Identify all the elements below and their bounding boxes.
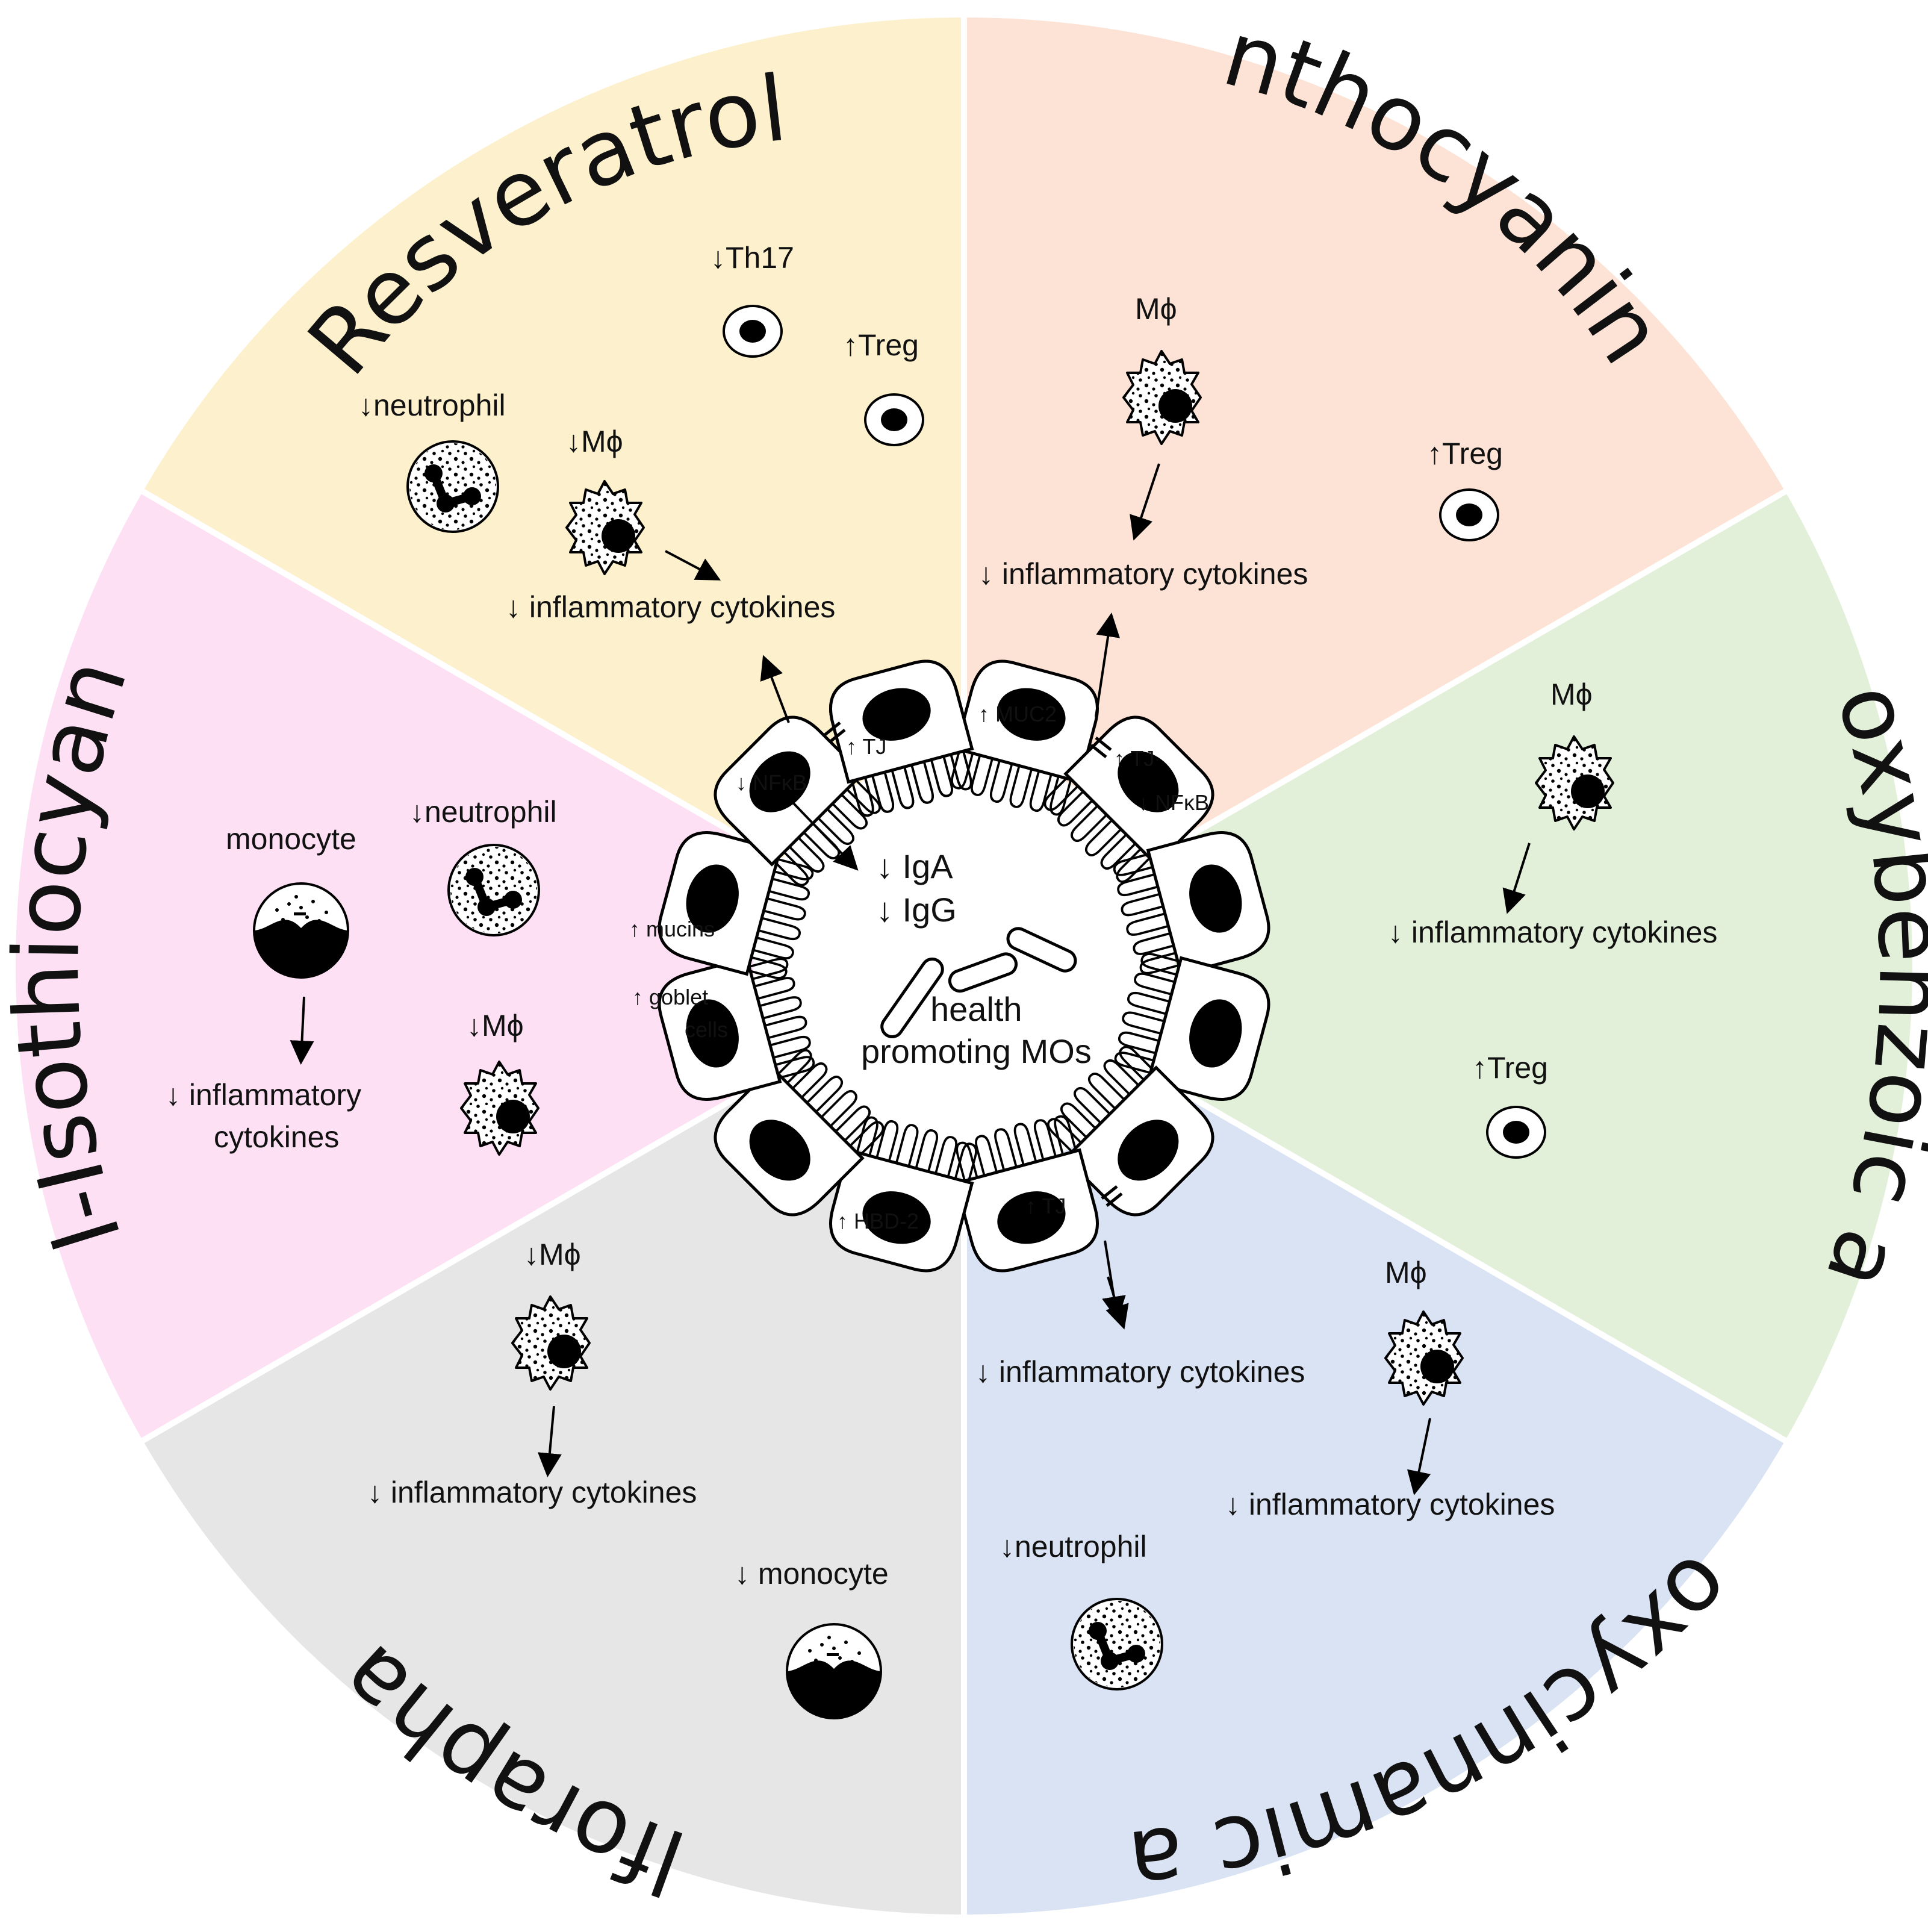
- label-cytokines: ↓ inflammatory cytokines: [1388, 915, 1717, 949]
- segment-sulforaphane: [143, 966, 964, 1915]
- label-macrophage: ↓Mϕ: [467, 1009, 524, 1042]
- label-tj: ↑ TJ: [846, 734, 886, 759]
- monocyte-icon: [253, 882, 349, 979]
- label-goblet: ↑ goblet: [632, 985, 708, 1009]
- treg-cell-icon: [864, 393, 924, 446]
- label-macrophage: Mϕ: [1550, 678, 1593, 711]
- label-nfkb: ↓ NFκB: [736, 770, 807, 795]
- label-igg: ↓ IgG: [876, 891, 957, 929]
- bacteria-icon: [880, 927, 1077, 1039]
- arrow-icon: [1502, 843, 1531, 914]
- label-cytokines-2: cytokines: [214, 1120, 339, 1154]
- segment-hydroxycinnamic: [964, 966, 1785, 1915]
- label-cytokines-1: ↓ inflammatory: [166, 1078, 361, 1112]
- label-tj: ↑ TJ: [1114, 746, 1154, 771]
- neutrophil-icon: [449, 845, 539, 935]
- allyl-isothiocyanate-content: monocyte ↓ inflammatory cytokines ↓neutr…: [166, 795, 557, 1156]
- label-treg: ↑Treg: [1472, 1051, 1548, 1085]
- label-goblet-cells: cells: [685, 1017, 728, 1042]
- label-macrophage: ↓Mϕ: [566, 425, 623, 458]
- segment-anthocyanins: [964, 17, 1785, 966]
- label-health: health: [930, 990, 1022, 1028]
- label-th17: ↓Th17: [711, 241, 794, 275]
- hydroxybenzoic-content: Mϕ ↓ inflammatory cytokines ↑Treg: [1388, 678, 1717, 1159]
- label-monocyte: ↓ monocyte: [735, 1557, 889, 1591]
- sulforaphane-content: ↓Mϕ ↓ inflammatory cytokines ↓ monocyte: [367, 1238, 889, 1719]
- label-cytokines-2: ↓ inflammatory cytokines: [1225, 1488, 1555, 1521]
- label-macrophage: ↓Mϕ: [524, 1238, 581, 1271]
- arrow-icon: [779, 788, 859, 871]
- label-treg: ↑Treg: [843, 328, 919, 362]
- label-macrophage: Mϕ: [1385, 1256, 1427, 1289]
- tight-junction-icon: [824, 721, 1123, 1207]
- label-treg: ↑Treg: [1427, 437, 1503, 470]
- neutrophil-icon: [1072, 1599, 1162, 1689]
- anthocyanins-content: Mϕ ↓ inflammatory cytokines ↑Treg: [978, 292, 1503, 591]
- label-neutrophil: ↓neutrophil: [409, 795, 557, 829]
- arrow-icon: [290, 996, 314, 1065]
- monocyte-icon: [786, 1623, 882, 1719]
- label-tj: ↑ TJ: [1025, 1194, 1066, 1218]
- label-iga: ↓ IgA: [876, 847, 953, 885]
- label-mucins: ↑ mucins: [629, 917, 715, 941]
- segment-resveratrol: [143, 17, 964, 966]
- label-neutrophil: ↓neutrophil: [358, 388, 506, 422]
- intestinal-epithelium: ↑ TJ ↑ MUC2 ↑ TJ ↓ NFκB ↓ NFκB ↑ mucins …: [629, 612, 1276, 1321]
- treg-cell-icon: [1439, 488, 1499, 541]
- arrow-icon: [665, 550, 721, 581]
- segment-allyl-isothiocyanate: [15, 491, 964, 1441]
- arrow-icon: [1407, 1418, 1431, 1495]
- label-neutrophil: ↓neutrophil: [1000, 1530, 1147, 1563]
- neutrophil-icon: [408, 441, 498, 532]
- label-cytokines-1: ↓ inflammatory cytokines: [975, 1355, 1305, 1389]
- treg-cell-icon: [1486, 1106, 1546, 1159]
- arrow-icon: [537, 1406, 562, 1477]
- resveratrol-content: ↓Th17 ↑Treg ↓neutrophil ↓Mϕ ↓ inflammato…: [358, 241, 924, 624]
- label-cytokines: ↓ inflammatory cytokines: [506, 590, 835, 624]
- label-macrophage: Mϕ: [1135, 292, 1177, 326]
- label-monocyte: monocyte: [226, 822, 356, 856]
- label-promoting-mos: promoting MOs: [861, 1032, 1092, 1070]
- label-hbd2: ↑ HBD-2: [837, 1209, 919, 1233]
- label-nfkb: ↓ NFκB: [1138, 790, 1209, 815]
- arrow-icon: [1095, 612, 1120, 717]
- label-cytokines: ↓ inflammatory cytokines: [367, 1475, 697, 1509]
- label-muc2: ↑ MUC2: [978, 702, 1057, 726]
- segment-hydroxybenzoic: [964, 491, 1913, 1441]
- arrow-icon: [1102, 1240, 1126, 1321]
- lumen: [753, 755, 1175, 1177]
- arrow-icon: [760, 655, 790, 723]
- th17-cell-icon: [723, 305, 783, 358]
- hydroxycinnamic-content: Mϕ ↓ inflammatory cytokines ↓ inflammato…: [975, 1256, 1555, 1689]
- arrow-icon: [1130, 463, 1160, 541]
- label-cytokines: ↓ inflammatory cytokines: [978, 557, 1308, 591]
